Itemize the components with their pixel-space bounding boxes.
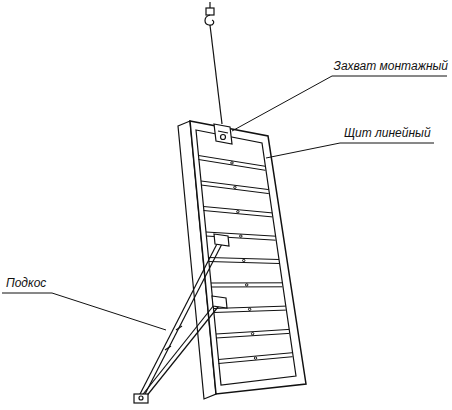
part-label: Подкос	[6, 276, 46, 290]
part-label: Захват монтажный	[334, 59, 448, 73]
part-label: Щит линейный	[344, 126, 431, 140]
mounting-grip	[214, 124, 232, 144]
panel-frame-inner	[196, 130, 296, 385]
crane-hook	[205, 2, 214, 25]
brace	[134, 234, 229, 403]
linear-panel	[190, 121, 306, 394]
panel-ribs	[199, 156, 293, 364]
leader-lines	[2, 76, 447, 330]
lifting-rope	[210, 25, 222, 124]
